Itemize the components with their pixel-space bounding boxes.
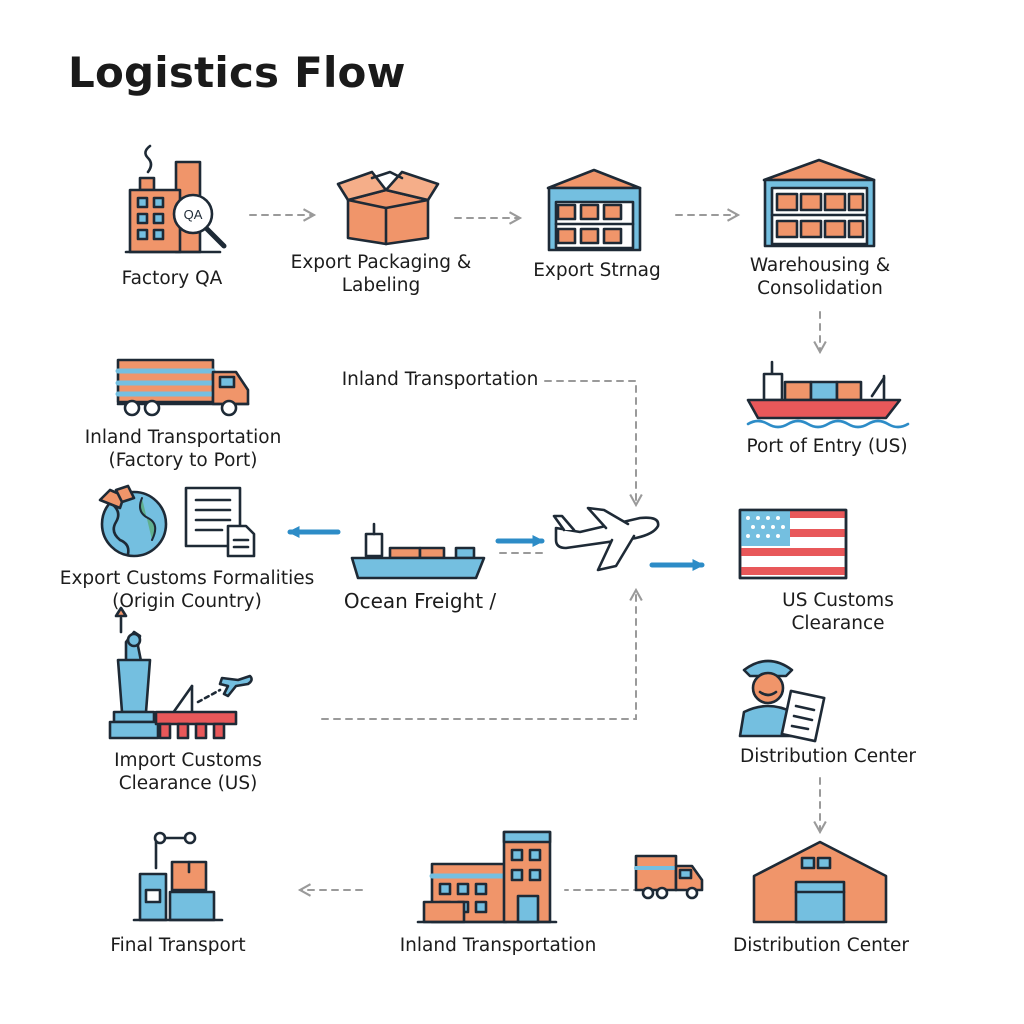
us-flag-icon xyxy=(738,508,848,580)
qa-badge-text: QA xyxy=(184,207,203,222)
factory-magnifier-icon: QA xyxy=(124,144,227,254)
customs-officer-icon xyxy=(738,659,826,743)
label-export-storage: Export Strnag xyxy=(533,260,661,281)
label-distribution-center: Distribution Center xyxy=(732,935,910,956)
label-warehousing: Warehousing & Consolidation xyxy=(749,255,891,299)
arrow-import-to-plane xyxy=(321,587,643,720)
label-final-transport: Final Transport xyxy=(110,935,246,956)
small-truck-icon xyxy=(634,854,704,900)
truck-icon xyxy=(115,358,250,417)
label-us-customs: US Customs Clearance xyxy=(782,590,894,634)
cargo-ship-icon xyxy=(746,360,910,429)
airplane-icon xyxy=(552,506,660,572)
delivery-boxes-icon xyxy=(132,831,224,922)
connectors xyxy=(249,208,827,897)
label-inland-factory-port: Inland Transportation (Factory to Port) xyxy=(84,427,282,471)
ocean-ship-icon xyxy=(350,522,486,580)
label-port-of-entry: Port of Entry (US) xyxy=(746,436,908,457)
label-distribution-officer: Distribution Center xyxy=(739,746,917,767)
storage-warehouse-icon xyxy=(546,168,642,252)
label-inland-bottom: Inland Transportation xyxy=(399,935,597,956)
city-buildings-icon xyxy=(416,830,558,924)
warehouse-icon xyxy=(762,158,876,248)
arrow-inland-to-plane xyxy=(544,380,643,508)
label-export-customs: Export Customs Formalities (Origin Count… xyxy=(59,568,315,612)
label-factory-qa: Factory QA xyxy=(121,268,223,289)
diagram-title: Logistics Flow xyxy=(68,48,406,97)
statue-liberty-port-icon xyxy=(108,606,253,740)
label-inland-header: Inland Transportation xyxy=(341,369,539,390)
globe-documents-icon xyxy=(98,484,256,558)
label-export-packaging: Export Packaging & Labeling xyxy=(290,252,472,296)
label-import-customs: Import Customs Clearance (US) xyxy=(114,750,262,794)
open-box-icon xyxy=(336,170,440,246)
distribution-building-icon xyxy=(752,840,888,924)
label-ocean-freight: Ocean Freight / xyxy=(343,589,497,613)
